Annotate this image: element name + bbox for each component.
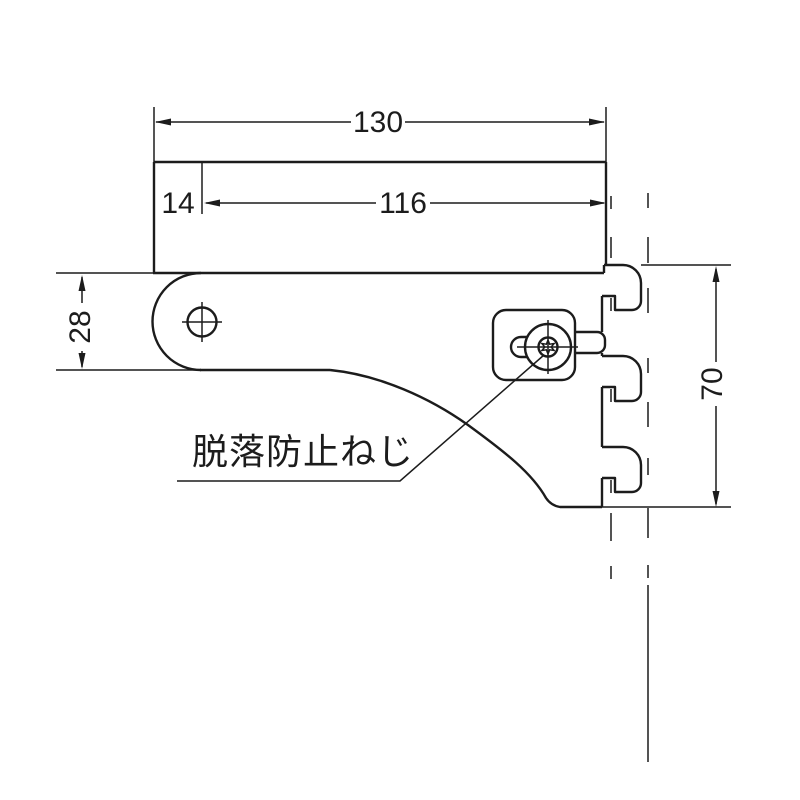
anti-drop-screw-detail (491, 308, 578, 382)
dim-front-offset-label: 14 (161, 187, 194, 220)
dim-bracket-height: 70 (602, 264, 731, 508)
hook-bottom (602, 445, 643, 494)
dim-arm-height-label: 28 (64, 310, 97, 343)
arrowhead-down (712, 491, 720, 507)
wall-hooks (575, 263, 643, 507)
dim-overall-length: 130 (153, 106, 607, 162)
bracket-outline (151, 160, 608, 509)
leader-line (177, 354, 545, 482)
dim-slot-length: 14 116 (161, 162, 606, 220)
arrowhead-left (204, 199, 220, 207)
arrowhead-left (155, 118, 171, 126)
part-label: 脱落防止ねじ (192, 431, 414, 472)
hook-middle (602, 354, 643, 403)
adjustment-slot (509, 335, 545, 359)
arrowhead-right (590, 199, 606, 207)
dim-slot-length-label: 116 (379, 187, 427, 220)
arrowhead-right (589, 118, 605, 126)
dim-overall-length-label: 130 (353, 106, 403, 139)
wall-rail-lines (610, 193, 649, 762)
arrowhead-up (712, 266, 720, 282)
part-callout: 脱落防止ねじ (177, 354, 545, 482)
arm-rounded-end (151, 271, 202, 372)
hook-top (602, 263, 643, 312)
dim-bracket-height-label: 70 (696, 367, 729, 400)
arrowhead-up (78, 275, 86, 291)
screw-locking-tab (575, 330, 607, 355)
bracket-sweep-curve (329, 368, 602, 509)
arrowhead-down (78, 353, 86, 369)
dim-arm-height: 28 (56, 272, 199, 371)
